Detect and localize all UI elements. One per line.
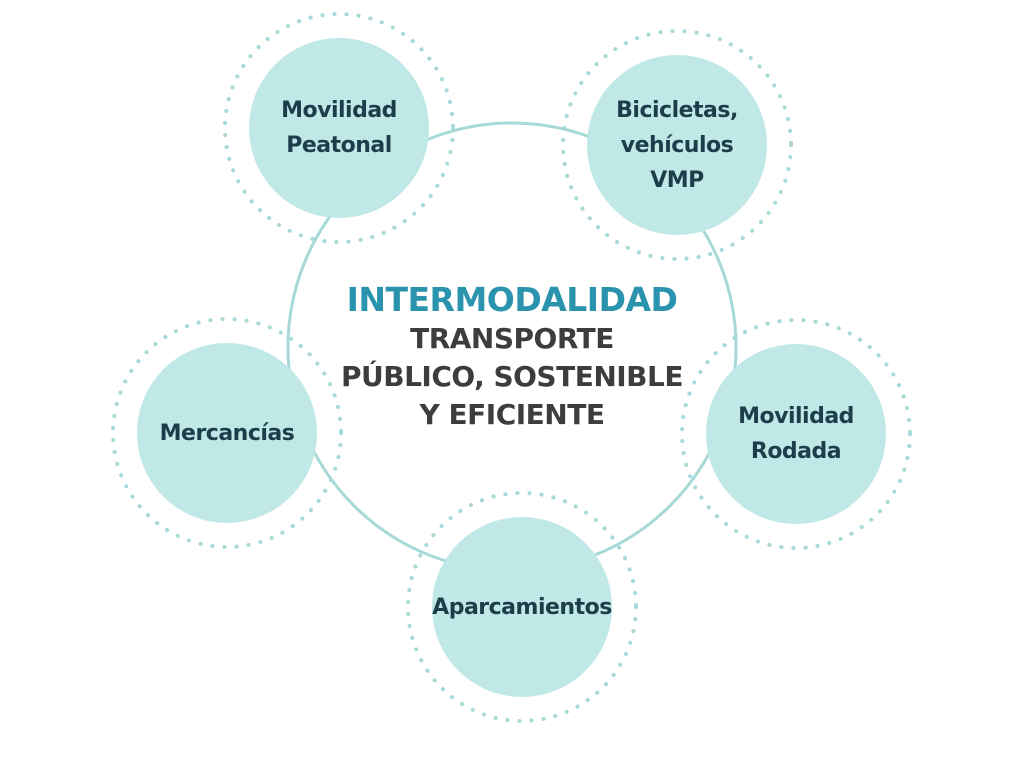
node-label: Aparcamientos (432, 590, 612, 625)
center-subtitle-line: Y EFICIENTE (419, 398, 605, 431)
dotted-ring-movilidad-peatonal (223, 12, 455, 244)
dotted-ring-aparcamientos (406, 491, 638, 723)
node-label-line: Mercancías (159, 420, 295, 446)
node-mercancias: Mercancías (137, 343, 317, 523)
center-title: INTERMODALIDAD (346, 280, 678, 319)
center-subtitle-line: PÚBLICO, SOSTENIBLE (340, 360, 684, 393)
dotted-ring-movilidad-rodada (680, 318, 912, 550)
node-label: Mercancías (160, 416, 295, 451)
center-subtitle-line: TRANSPORTE (410, 322, 614, 355)
node-movilidad-rodada: Movilidad Rodada (706, 344, 886, 524)
node-label: Movilidad Rodada (738, 399, 854, 469)
node-movilidad-peatonal: Movilidad Peatonal (249, 38, 429, 218)
node-label-line: vehículos (620, 132, 734, 158)
node-label: Movilidad Peatonal (281, 93, 397, 163)
node-label-line: Bicicletas, (616, 97, 738, 123)
node-aparcamientos: Aparcamientos (432, 517, 612, 697)
node-label-line: Peatonal (286, 133, 392, 158)
node-bicicletas-vmp: Bicicletas, vehículos VMP (587, 55, 767, 235)
node-label: Bicicletas, vehículos VMP (616, 93, 738, 198)
center-label: INTERMODALIDAD TRANSPORTE PÚBLICO, SOSTE… (312, 280, 712, 434)
node-label-line: Rodada (750, 439, 842, 464)
node-label-line: VMP (650, 167, 704, 193)
dotted-ring-mercancias (111, 317, 343, 549)
node-label-line: Movilidad (738, 404, 854, 429)
node-label-line: Aparcamientos (432, 594, 612, 620)
center-subtitle: TRANSPORTE PÚBLICO, SOSTENIBLE Y EFICIEN… (312, 320, 712, 434)
node-label-line: Movilidad (281, 98, 397, 123)
dotted-ring-bicicletas-vmp (561, 29, 793, 261)
